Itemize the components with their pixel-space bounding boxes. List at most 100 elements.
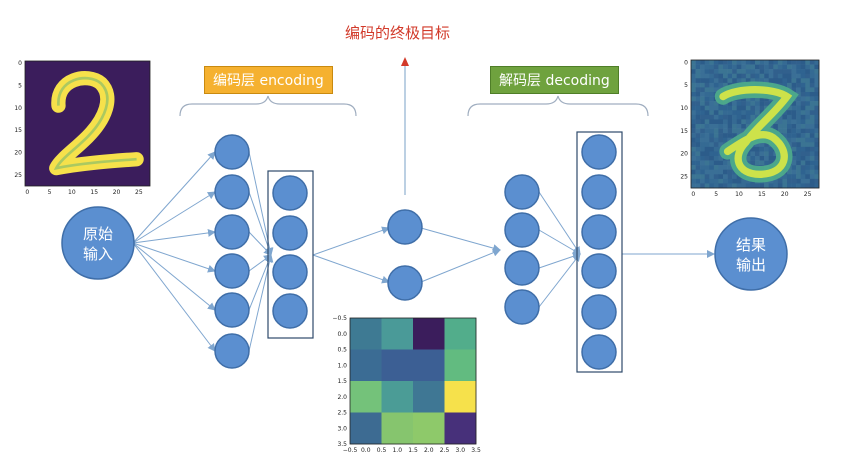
output-pixel [745,96,751,102]
latent-node [387,265,423,301]
output-pixel [718,178,724,184]
output-pixel [700,137,706,143]
input-image-x-tick: 10 [68,189,76,196]
output-pixel [750,151,756,157]
output-pixel [796,133,802,139]
output-pixel [727,133,733,139]
output-pixel [777,73,783,79]
output-pixel [814,119,820,125]
output-pixel [796,174,802,180]
output-pixel [691,92,696,97]
output-pixel [695,119,701,125]
output-pixel [727,110,733,116]
heatmap-y-tick: 2.0 [337,394,347,401]
input-image-y-tick: 25 [14,172,22,179]
output-pixel [709,87,715,93]
output-pixel [809,119,815,125]
output-pixel [741,60,747,65]
output-pixel [723,160,728,166]
output-pixel [750,183,756,189]
output-pixel [809,105,815,111]
output-pixel [723,60,728,65]
output-pixel [773,60,779,65]
output-pixel [723,178,728,184]
output-pixel [709,101,715,107]
heatmap-cell [350,412,382,445]
output-pixel [787,183,792,189]
output-pixel [791,69,797,75]
output-pixel [755,156,760,161]
output-pixel [700,60,706,65]
output-pixel [718,82,724,88]
output-pixel [745,78,751,84]
output-pixel [704,151,710,157]
output-pixel [745,101,751,107]
output-pixel [741,124,747,129]
output-pixel [791,156,797,161]
output-pixel [723,137,728,143]
output-image-y-tick: 10 [680,105,688,112]
output-pixel [809,92,815,97]
output-pixel [704,142,710,148]
output-pixel [805,151,811,157]
output-pixel [764,101,770,107]
output-pixel [745,151,751,157]
output-pixel [695,165,701,171]
output-pixel [791,82,797,88]
output-pixel [796,119,802,125]
output-pixel [755,105,760,111]
edge-latent-to-dec1 [420,248,501,283]
output-pixel [809,69,815,75]
output-pixel [773,119,779,125]
output-pixel [709,133,715,139]
output-pixel [700,78,706,84]
heatmap-cell [350,381,382,413]
output-pixel [718,105,724,111]
output-pixel [718,160,724,166]
output-pixel [691,110,696,116]
enc1-node [214,253,250,289]
output-pixel [750,69,756,75]
output-pixel [713,82,719,88]
digit-stroke [49,71,144,176]
output-pixel [791,119,797,125]
output-pixel [691,114,696,120]
output-pixel [695,142,701,148]
dec2-node [581,253,617,289]
output-image-x-tick: 10 [735,191,743,198]
output-pixel [709,124,715,129]
output-pixel [709,92,715,97]
encoder-layer2-frame [267,170,314,339]
output-pixel [796,114,802,120]
digit-stroke-edge [53,76,137,170]
output-pixel [764,78,770,84]
heatmap-x-tick: 1.5 [408,447,418,454]
output-pixel [736,69,742,75]
output-pixel [800,110,806,116]
output-pixel [814,114,820,120]
heatmap-cell [444,381,477,413]
output-image-x-tick: 0 [691,191,695,198]
output-pixel [805,110,811,116]
output-pixel [695,105,701,111]
output-pixel [814,64,820,70]
heatmap-y-tick: 0.0 [337,331,347,338]
output-pixel [732,114,738,120]
output-pixel [700,165,706,171]
edge-enc1-to-enc2 [248,231,272,256]
output-pixel [805,96,811,102]
output-pixel [814,110,820,116]
input-image-x-tick: 20 [113,189,121,196]
output-pixel [709,151,715,157]
output-pixel [750,160,756,166]
output-pixel [736,60,742,65]
output-pixel [745,73,751,79]
output-pixel [713,119,719,125]
output-pixel [695,64,701,70]
output-pixel [782,110,788,116]
output-pixel [805,142,811,148]
enc2-node [272,215,308,251]
output-pixel [709,165,715,171]
encoder-label: 编码层 encoding [204,66,333,94]
output-pixel [695,110,701,116]
